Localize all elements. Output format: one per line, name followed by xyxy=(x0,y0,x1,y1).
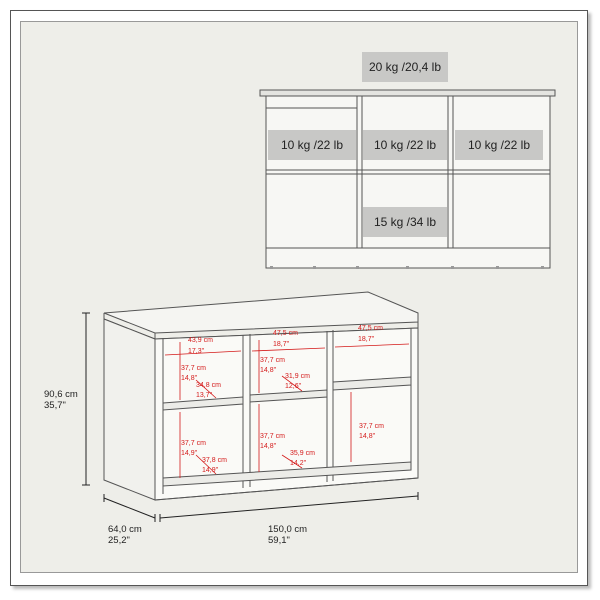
dim-line xyxy=(195,454,217,475)
weight-label-right-upper: 10 kg /22 lb xyxy=(455,130,543,160)
iso-top-surface xyxy=(103,291,419,334)
overall-depth-label: 64,0 cm 25,2" xyxy=(108,524,142,546)
iso-overall-dimension-lines xyxy=(82,312,419,522)
iso-left-side xyxy=(103,318,156,501)
interior-dim-top-middle: 47,5 cm 18,7" xyxy=(273,330,298,348)
interior-dim-right-lower-height: 37,7 cm 14,8" xyxy=(359,423,384,440)
depth-dimension-line xyxy=(103,497,156,519)
width-dimension-line xyxy=(159,495,419,519)
dim-line xyxy=(251,347,326,352)
iso-base-line xyxy=(154,477,419,501)
dim-line xyxy=(334,343,410,348)
dim-line xyxy=(281,454,303,469)
interior-dim-left-lower-height: 37,7 cm 14,9" xyxy=(181,440,206,457)
interior-dim-middle-upper-depth: 31,9 cm 12,6" xyxy=(285,373,310,390)
front-view-top xyxy=(259,89,556,97)
interior-dim-left-upper-depth: 34,8 cm 13,7" xyxy=(196,382,221,399)
iso-view xyxy=(103,291,419,501)
iso-interior-dimension-lines xyxy=(164,340,410,478)
interior-dim-top-right: 47,5 cm 18,7" xyxy=(358,325,383,343)
interior-dim-middle-lower-height: 37,7 cm 14,8" xyxy=(260,433,285,450)
iso-shelf-middle xyxy=(249,389,328,403)
front-view xyxy=(259,89,556,269)
weight-label-top: 20 kg /20,4 lb xyxy=(362,52,448,82)
foot xyxy=(541,266,544,269)
front-view-body xyxy=(265,95,551,249)
foot xyxy=(270,266,273,269)
weight-label-left-upper: 10 kg /22 lb xyxy=(268,130,356,160)
overall-height-label: 90,6 cm 35,7" xyxy=(44,389,78,411)
overall-width-label: 150,0 cm 59,1" xyxy=(268,524,308,546)
foot xyxy=(356,266,359,269)
interior-dim-middle-lower-depth: 35,9 cm 14,2" xyxy=(290,450,315,467)
foot xyxy=(313,266,316,269)
dim-line xyxy=(195,379,217,399)
dim-line xyxy=(281,375,303,392)
interior-dim-left-lower-depth: 37,8 cm 14,9" xyxy=(202,457,227,474)
interior-dim-left-upper-height: 37,7 cm 14,8" xyxy=(181,365,206,382)
weight-label-middle-upper: 10 kg /22 lb xyxy=(363,130,447,160)
weight-label-middle-lower: 15 kg /34 lb xyxy=(363,207,447,237)
foot xyxy=(406,266,409,269)
front-view-feet xyxy=(270,266,544,269)
foot xyxy=(496,266,499,269)
interior-dim-middle-upper-height: 37,7 cm 14,8" xyxy=(260,357,285,374)
foot xyxy=(451,266,454,269)
iso-shelf-right xyxy=(332,376,412,391)
dim-line xyxy=(164,350,242,356)
iso-bottom-shelf xyxy=(162,461,412,487)
front-view-base xyxy=(265,247,551,269)
iso-shelf-left xyxy=(162,396,244,411)
interior-dim-top-left: 43,9 cm 17,3" xyxy=(188,337,213,355)
